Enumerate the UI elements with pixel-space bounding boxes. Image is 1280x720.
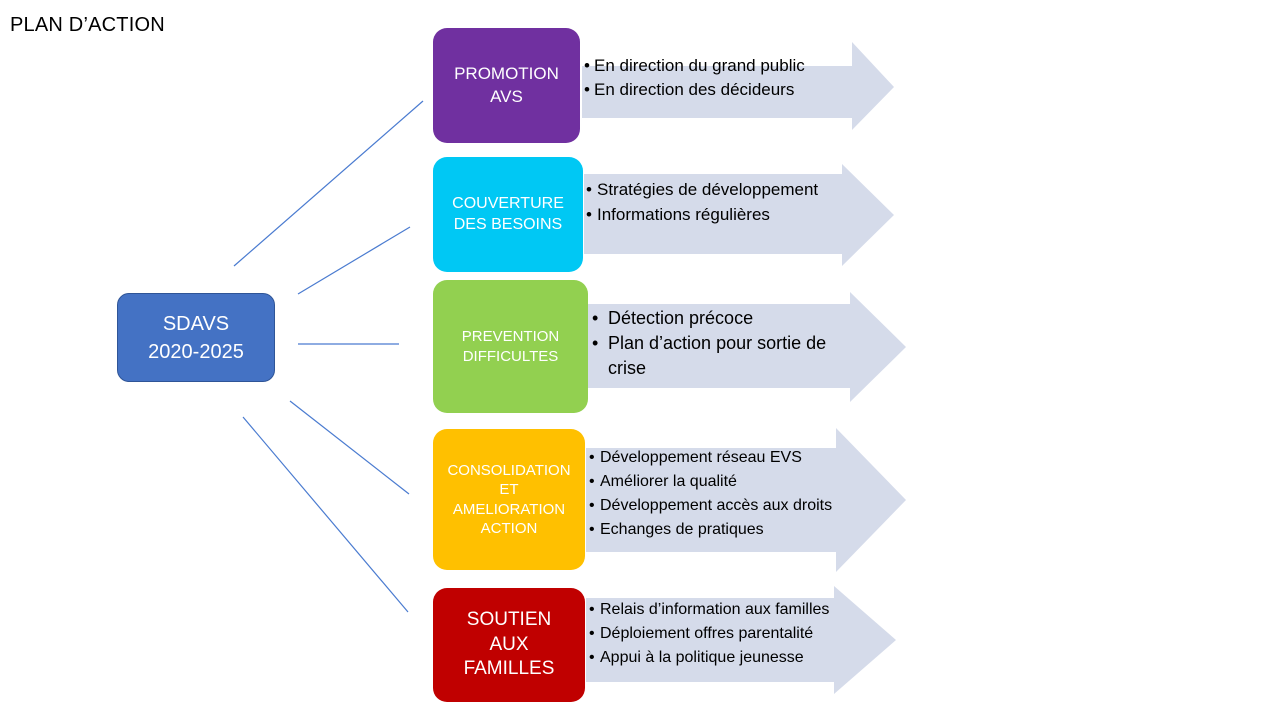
category-label-line: SOUTIEN bbox=[466, 608, 552, 630]
bullet-item: Développement réseau EVS bbox=[589, 446, 832, 470]
root-node: SDAVS 2020-2025 bbox=[117, 293, 275, 382]
category-label-line: PREVENTION bbox=[461, 328, 560, 345]
bullet-list-couverture: Stratégies de développement Informations… bbox=[586, 177, 818, 227]
category-label-line: AVS bbox=[490, 86, 523, 106]
bullet-item: Plan d’action pour sortie de bbox=[592, 331, 826, 356]
bullet-item: Stratégies de développement bbox=[586, 177, 818, 202]
connector-line-consolidation bbox=[289, 400, 410, 495]
category-label-line: COUVERTURE bbox=[452, 194, 564, 212]
bullet-item: En direction des décideurs bbox=[584, 78, 805, 102]
bullet-item: Informations régulières bbox=[586, 202, 818, 227]
page-title: PLAN D’ACTION bbox=[10, 14, 165, 36]
category-label-line: DES BESOINS bbox=[453, 215, 563, 233]
category-box-couverture: COUVERTURE DES BESOINS bbox=[433, 157, 583, 272]
bullet-item: En direction du grand public bbox=[584, 54, 805, 78]
bullet-list-consolidation: Développement réseau EVS Améliorer la qu… bbox=[589, 446, 832, 542]
category-box-prevention: PREVENTION DIFFICULTES bbox=[433, 280, 588, 413]
connector-line-soutien bbox=[242, 416, 409, 613]
category-label-line: FAMILLES bbox=[463, 658, 555, 680]
category-label-line: AMELIORATION bbox=[452, 500, 566, 518]
category-label-line: ACTION bbox=[480, 520, 538, 537]
category-label-line: ET bbox=[499, 481, 519, 498]
category-label-line: AUX bbox=[489, 633, 529, 655]
bullet-item: Détection précoce bbox=[592, 306, 826, 331]
category-box-soutien: SOUTIEN AUX FAMILLES bbox=[433, 588, 585, 702]
bullet-list-soutien: Relais d’information aux familles Déploi… bbox=[589, 598, 829, 670]
bullet-item: Déploiement offres parentalité bbox=[589, 622, 829, 646]
bullet-list-promotion: En direction du grand public En directio… bbox=[584, 54, 805, 102]
bullet-item: Développement accès aux droits bbox=[589, 494, 832, 518]
bullet-item-continuation: crise bbox=[608, 358, 647, 378]
bullet-item: Appui à la politique jeunesse bbox=[589, 646, 829, 670]
category-label-line: DIFFICULTES bbox=[462, 347, 559, 365]
category-label-line: CONSOLIDATION bbox=[447, 461, 571, 479]
category-box-consolidation: CONSOLIDATION ET AMELIORATION ACTION bbox=[433, 429, 585, 570]
root-line-2: 2020-2025 bbox=[148, 340, 244, 363]
category-box-promotion: PROMOTION AVS bbox=[433, 28, 580, 143]
root-line-1: SDAVS bbox=[162, 312, 230, 335]
connector-line-promotion bbox=[233, 100, 424, 267]
bullet-list-prevention: Détection précoce Plan d’action pour sor… bbox=[592, 306, 826, 381]
bullet-item: Echanges de pratiques bbox=[589, 518, 832, 542]
category-label-line: PROMOTION bbox=[454, 64, 559, 84]
bullet-item: Améliorer la qualité bbox=[589, 470, 832, 494]
connector-line-couverture bbox=[297, 226, 411, 295]
bullet-item: Relais d’information aux familles bbox=[589, 598, 829, 622]
